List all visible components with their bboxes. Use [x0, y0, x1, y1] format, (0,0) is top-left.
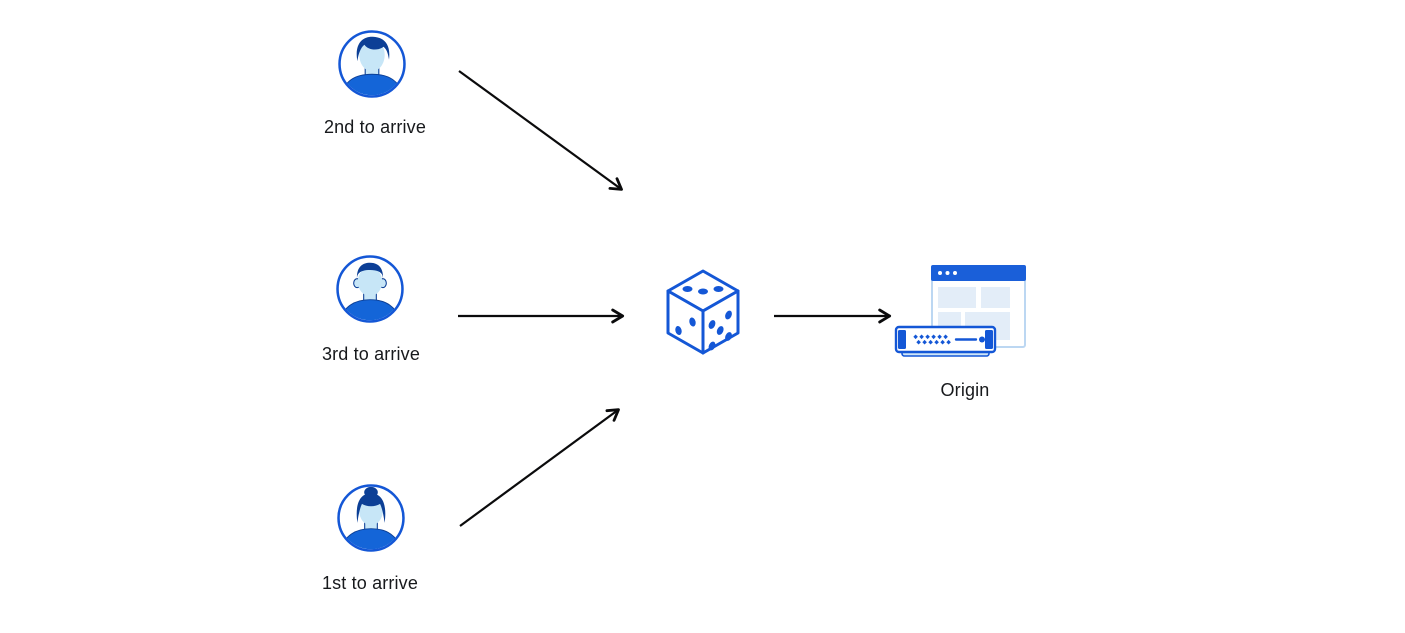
visitor-top-node [337, 29, 407, 99]
visitor-bottom-label: 1st to arrive [322, 573, 418, 593]
arrow-visitor2-to-dice [458, 70, 623, 191]
visitor-middle-node [335, 254, 405, 324]
server-icon [894, 325, 997, 357]
user-avatar-male-icon [338, 30, 406, 98]
origin-server-browser-icon [894, 265, 1026, 357]
user-avatar-female-icon [337, 484, 405, 552]
origin-label: Origin [940, 380, 990, 400]
user-avatar-male-icon [336, 255, 404, 323]
dice-node [665, 268, 741, 356]
visitor-top-label: 2nd to arrive [323, 117, 426, 137]
visitor-middle-label: 3rd to arrive [322, 344, 420, 364]
visitor-bottom-node [336, 483, 406, 553]
dice-icon [666, 269, 740, 355]
arrow-visitor1-to-dice [459, 408, 620, 527]
origin-node [890, 258, 1030, 363]
